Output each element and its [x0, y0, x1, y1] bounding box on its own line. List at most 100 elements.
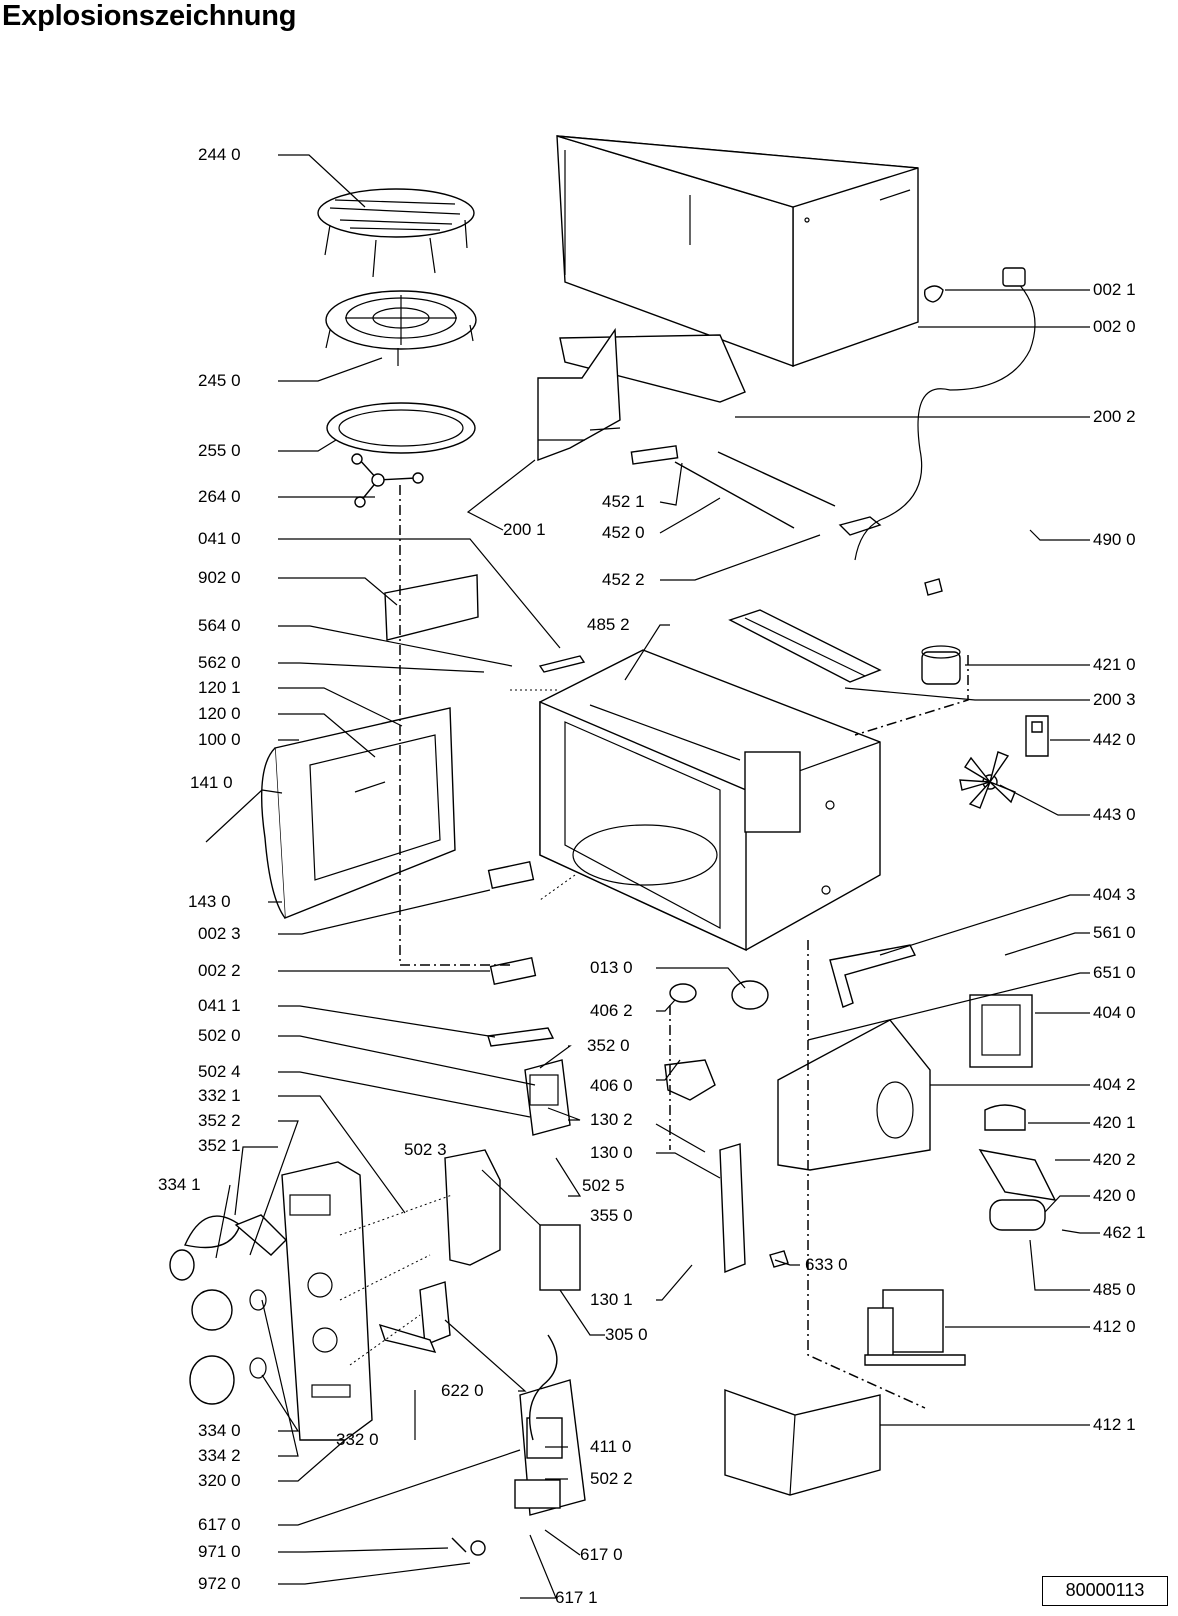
inner-top-panels	[537, 327, 746, 462]
part-label: 420 1	[1093, 1113, 1136, 1132]
oven-cavity	[539, 649, 881, 952]
part-label: 562 0	[198, 653, 241, 672]
part-label: 452 0	[602, 523, 645, 542]
part-label: 120 0	[198, 704, 241, 723]
part-label: 141 0	[190, 773, 233, 792]
part-label: 334 1	[158, 1175, 201, 1194]
part-label: 100 0	[198, 730, 241, 749]
part-label: 002 3	[198, 924, 241, 943]
part-label: 617 0	[198, 1515, 241, 1534]
part-label: 244 0	[198, 145, 241, 164]
door	[261, 707, 456, 920]
switch-part-002-2	[489, 957, 537, 985]
transformer-bracket	[777, 944, 1033, 1171]
part-label: 305 0	[605, 1325, 648, 1344]
part-label: 502 3	[404, 1140, 447, 1159]
part-label: 406 0	[590, 1076, 633, 1095]
part-label: 462 1	[1103, 1223, 1146, 1242]
fan-motor	[921, 645, 961, 685]
part-label: 633 0	[805, 1255, 848, 1274]
part-label: 041 1	[198, 996, 241, 1015]
document-number: 80000113	[1042, 1576, 1168, 1606]
part-label: 013 0	[590, 958, 633, 977]
part-label: 442 0	[1093, 730, 1136, 749]
assembly-dotted-lines	[339, 689, 576, 1366]
part-label: 412 1	[1093, 1415, 1136, 1434]
grill-rack	[317, 188, 475, 278]
part-label: 041 0	[198, 529, 241, 548]
assembly-axis-fan	[854, 655, 969, 736]
latch-041-0	[538, 655, 586, 673]
foot-part	[923, 285, 944, 303]
part-label: 355 0	[590, 1206, 633, 1225]
high-voltage-transformer	[864, 1289, 966, 1366]
screw-971	[451, 1537, 467, 1553]
parts-drawing	[169, 135, 1057, 1556]
part-label: 502 0	[198, 1026, 241, 1045]
part-label: 452 2	[602, 570, 645, 589]
part-label: 002 0	[1093, 317, 1136, 336]
control-panel	[281, 1161, 373, 1441]
part-label: 130 1	[590, 1290, 633, 1309]
capacitor-set	[978, 1104, 1057, 1231]
waveguide	[728, 609, 882, 683]
part-label: 972 0	[198, 1574, 241, 1593]
part-label: 502 2	[590, 1469, 633, 1488]
part-label: 130 0	[590, 1143, 633, 1162]
part-label: 120 1	[198, 678, 241, 697]
part-label: 651 0	[1093, 963, 1136, 982]
part-label: 200 1	[503, 520, 546, 539]
fan-blade	[959, 751, 1016, 809]
part-label: 130 2	[590, 1110, 633, 1129]
part-label: 143 0	[188, 892, 231, 911]
part-label: 332 0	[336, 1430, 379, 1449]
turntable-motor	[664, 980, 769, 1101]
part-label: 420 0	[1093, 1186, 1136, 1205]
bracket-442	[1025, 715, 1049, 757]
part-label: 971 0	[198, 1542, 241, 1561]
part-label: 485 0	[1093, 1280, 1136, 1299]
part-label: 617 1	[555, 1588, 598, 1607]
part-label: 404 0	[1093, 1003, 1136, 1022]
part-label: 245 0	[198, 371, 241, 390]
part-label: 352 0	[587, 1036, 630, 1055]
part-label: 255 0	[198, 441, 241, 460]
part-label: 490 0	[1093, 530, 1136, 549]
part-label: 334 2	[198, 1446, 241, 1465]
round-rack	[325, 290, 477, 366]
part-label: 564 0	[198, 616, 241, 635]
part-label: 002 2	[198, 961, 241, 980]
assembly-axis-right	[807, 940, 926, 1409]
part-label: 352 2	[198, 1111, 241, 1130]
part-label: 264 0	[198, 487, 241, 506]
nut-972	[470, 1540, 486, 1556]
part-label: 485 2	[587, 615, 630, 634]
part-label: 404 3	[1093, 885, 1136, 904]
part-label: 200 2	[1093, 407, 1136, 426]
part-label: 502 5	[582, 1176, 625, 1195]
leader-lines	[205, 154, 1100, 1599]
part-labels: 244 0 245 0 255 0 264 0 041 0 902 0 564 …	[158, 145, 1146, 1607]
cover-plate-902	[384, 574, 479, 641]
part-label: 561 0	[1093, 923, 1136, 942]
knobs	[169, 1214, 287, 1405]
part-label: 406 2	[590, 1001, 633, 1020]
part-label: 420 2	[1093, 1150, 1136, 1169]
part-label: 617 0	[580, 1545, 623, 1564]
roller-support	[351, 453, 424, 508]
assembly-axis-left	[399, 485, 510, 966]
part-label: 412 0	[1093, 1317, 1136, 1336]
glass-plate	[326, 402, 476, 454]
part-label: 421 0	[1093, 655, 1136, 674]
power-cord	[854, 267, 1036, 596]
part-label: 502 4	[198, 1062, 241, 1081]
part-label: 622 0	[441, 1381, 484, 1400]
part-label: 443 0	[1093, 805, 1136, 824]
side-cover	[724, 1389, 881, 1496]
part-label: 352 1	[198, 1136, 241, 1155]
part-label: 334 0	[198, 1421, 241, 1440]
rods	[630, 445, 882, 536]
clip-633	[769, 1250, 789, 1268]
part-label: 332 1	[198, 1086, 241, 1105]
